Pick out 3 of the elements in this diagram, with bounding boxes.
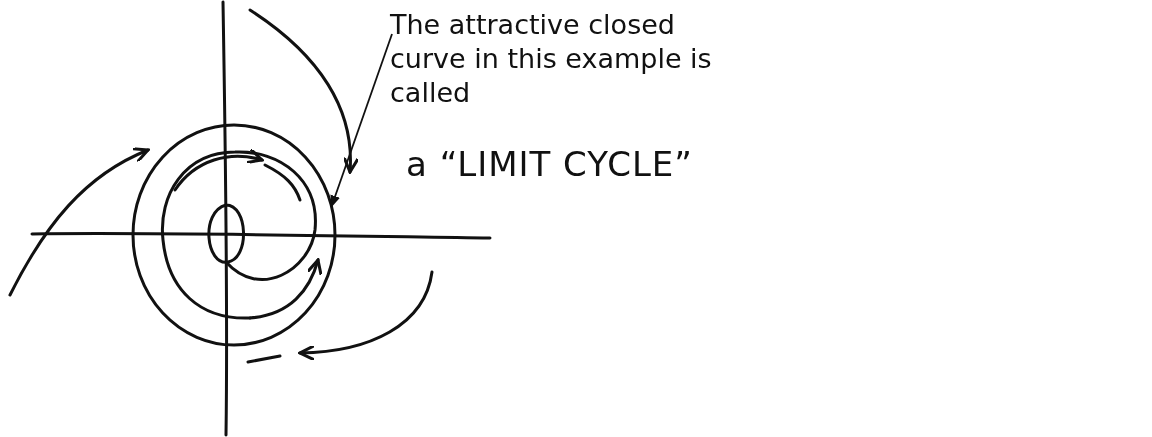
- leader-line: [330, 33, 393, 208]
- annotation-text: The attractive closed curve in this example is called: [390, 8, 713, 110]
- term-label: a “LIMIT CYCLE”: [405, 143, 694, 186]
